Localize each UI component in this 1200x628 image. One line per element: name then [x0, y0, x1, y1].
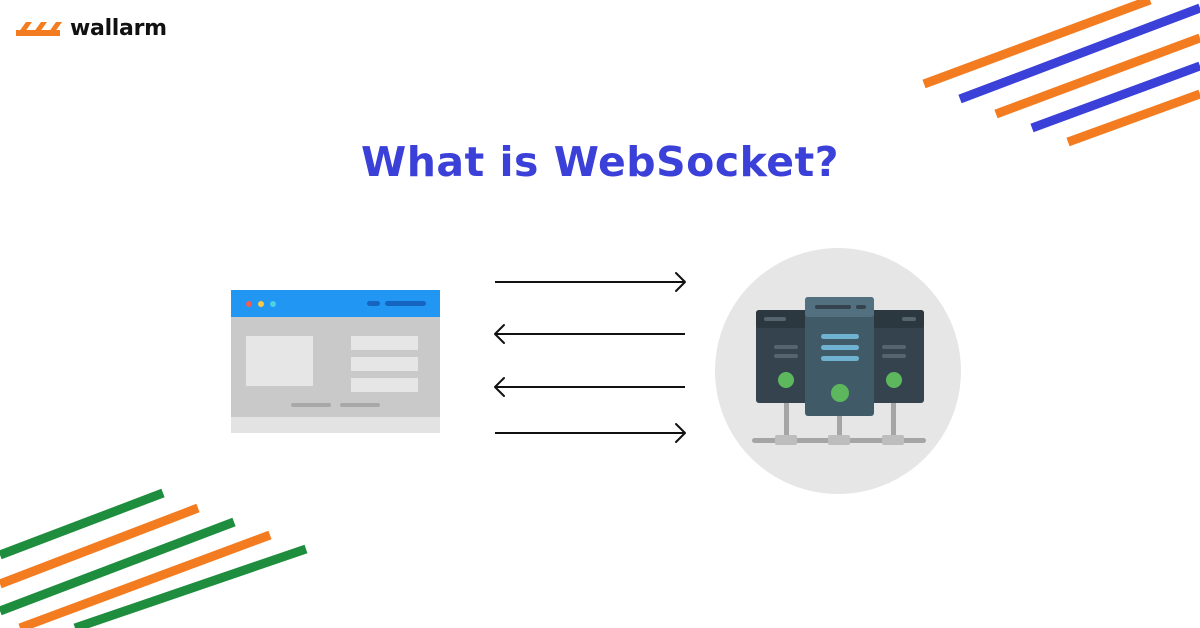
- server-slot: [764, 317, 786, 321]
- connector-post: [784, 398, 789, 440]
- server-slot: [882, 345, 906, 349]
- server-slot: [774, 345, 798, 349]
- window-dot-yellow: [258, 301, 264, 307]
- server-slot: [856, 305, 866, 309]
- stripe-green: [0, 488, 165, 560]
- server-led: [831, 384, 849, 402]
- server-slot: [774, 354, 798, 358]
- browser-window-icon: [231, 290, 440, 433]
- server-rack-icon: [715, 248, 961, 494]
- content-line: [351, 357, 418, 371]
- wallarm-stripes-icon: [16, 22, 62, 36]
- stripe-blue: [1030, 61, 1200, 133]
- message-arrows: [494, 272, 686, 443]
- stripe-orange: [994, 33, 1200, 119]
- stripe-orange: [18, 530, 272, 628]
- stripe-green: [0, 517, 236, 616]
- page-title: What is WebSocket?: [361, 138, 839, 186]
- arrow-right-icon: [495, 423, 686, 443]
- browser-footer: [231, 417, 440, 433]
- server-slot: [821, 334, 859, 339]
- content-line: [351, 378, 418, 392]
- arrow-left-icon: [494, 324, 685, 344]
- window-dot-red: [246, 301, 252, 307]
- content-pill: [291, 403, 331, 407]
- stripe-blue: [958, 3, 1200, 104]
- server-slot: [882, 354, 906, 358]
- stripe-orange: [0, 503, 200, 589]
- titlebar-pill: [367, 301, 380, 306]
- stripe-green: [73, 544, 308, 628]
- decorative-stripes-bottom-left: [0, 488, 308, 628]
- stripe-orange: [1066, 89, 1200, 147]
- window-dot-green: [270, 301, 276, 307]
- server-slot: [821, 356, 859, 361]
- connector-foot: [828, 435, 850, 445]
- server-slot: [821, 345, 859, 350]
- connector-post: [837, 398, 842, 440]
- server-slot: [815, 305, 851, 309]
- logo-bar: [16, 30, 60, 36]
- titlebar-pill: [385, 301, 426, 306]
- content-image-block: [246, 336, 313, 386]
- server-led: [778, 372, 794, 388]
- content-pill: [340, 403, 380, 407]
- stripe-orange: [922, 0, 1152, 89]
- server-slot: [902, 317, 916, 321]
- arrow-right-icon: [495, 272, 686, 292]
- connector-foot: [775, 435, 797, 445]
- server-led: [886, 372, 902, 388]
- connector-foot: [882, 435, 904, 445]
- brand-name: wallarm: [70, 15, 167, 41]
- brand-logo: wallarm: [14, 14, 167, 42]
- arrow-left-icon: [494, 377, 685, 397]
- server-top-band: [864, 310, 924, 328]
- connector-post: [891, 398, 896, 440]
- content-line: [351, 336, 418, 350]
- decorative-stripes-top-right: [922, 0, 1200, 147]
